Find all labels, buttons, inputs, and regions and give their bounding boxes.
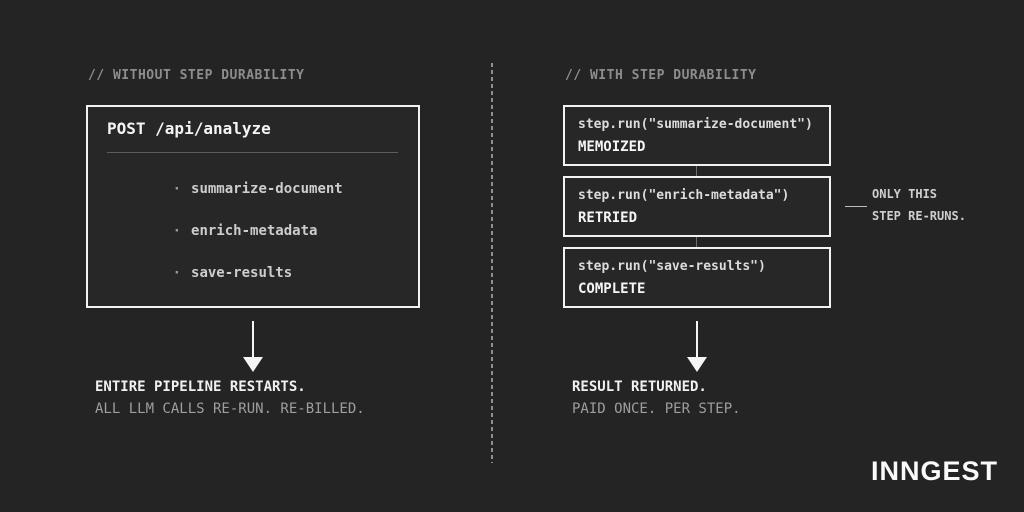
request-box-title: POST /api/analyze bbox=[107, 119, 271, 138]
step-status-badge: MEMOIZED bbox=[578, 139, 646, 155]
step-run-code: step.run("save-results") bbox=[578, 259, 766, 274]
dotted-divider bbox=[491, 63, 493, 463]
annotation-connector-line bbox=[845, 206, 867, 207]
left-section-header: // WITHOUT STEP DURABILITY bbox=[88, 68, 305, 83]
pipeline-step-label: save-results bbox=[191, 265, 293, 281]
step-run-code: step.run("enrich-metadata") bbox=[578, 188, 790, 203]
bullet-icon: · bbox=[172, 181, 182, 197]
bullet-icon: · bbox=[172, 223, 182, 239]
pipeline-step-item: · enrich-metadata bbox=[122, 207, 318, 255]
left-result-subtitle: ALL LLM CALLS RE-RUN. RE-BILLED. bbox=[95, 401, 365, 417]
annotation-text-line2: STEP RE-RUNS. bbox=[872, 209, 966, 223]
down-arrow-icon bbox=[243, 321, 263, 372]
step-box-connector bbox=[696, 165, 697, 176]
inngest-logo: INNGEST bbox=[870, 456, 998, 486]
arrow-head bbox=[243, 357, 263, 372]
step-status-badge: RETRIED bbox=[578, 210, 638, 226]
right-result-subtitle: PAID ONCE. PER STEP. bbox=[572, 401, 741, 417]
arrow-stem bbox=[696, 321, 698, 357]
pipeline-step-item: · summarize-document bbox=[122, 165, 343, 213]
pipeline-step-item: · save-results bbox=[122, 249, 293, 297]
down-arrow-icon bbox=[687, 321, 707, 372]
pipeline-step-label: enrich-metadata bbox=[191, 223, 318, 239]
request-box-divider bbox=[107, 152, 398, 153]
request-box: POST /api/analyze · summarize-document · e… bbox=[86, 105, 420, 308]
step-run-code: step.run("summarize-document") bbox=[578, 117, 813, 132]
step-box-connector bbox=[696, 236, 697, 247]
step-box-complete: step.run("save-results") COMPLETE bbox=[563, 247, 831, 308]
right-section-header: // WITH STEP DURABILITY bbox=[565, 68, 757, 83]
step-status-badge: COMPLETE bbox=[578, 281, 646, 297]
pipeline-step-label: summarize-document bbox=[191, 181, 343, 197]
step-box-memoized: step.run("summarize-document") MEMOIZED bbox=[563, 105, 831, 166]
arrow-head bbox=[687, 357, 707, 372]
arrow-stem bbox=[252, 321, 254, 357]
right-result-title: RESULT RETURNED. bbox=[572, 379, 707, 395]
step-box-retried: step.run("enrich-metadata") RETRIED bbox=[563, 176, 831, 237]
annotation-text-line1: ONLY THIS bbox=[872, 187, 938, 201]
left-result-title: ENTIRE PIPELINE RESTARTS. bbox=[95, 379, 306, 395]
bullet-icon: · bbox=[172, 265, 182, 281]
